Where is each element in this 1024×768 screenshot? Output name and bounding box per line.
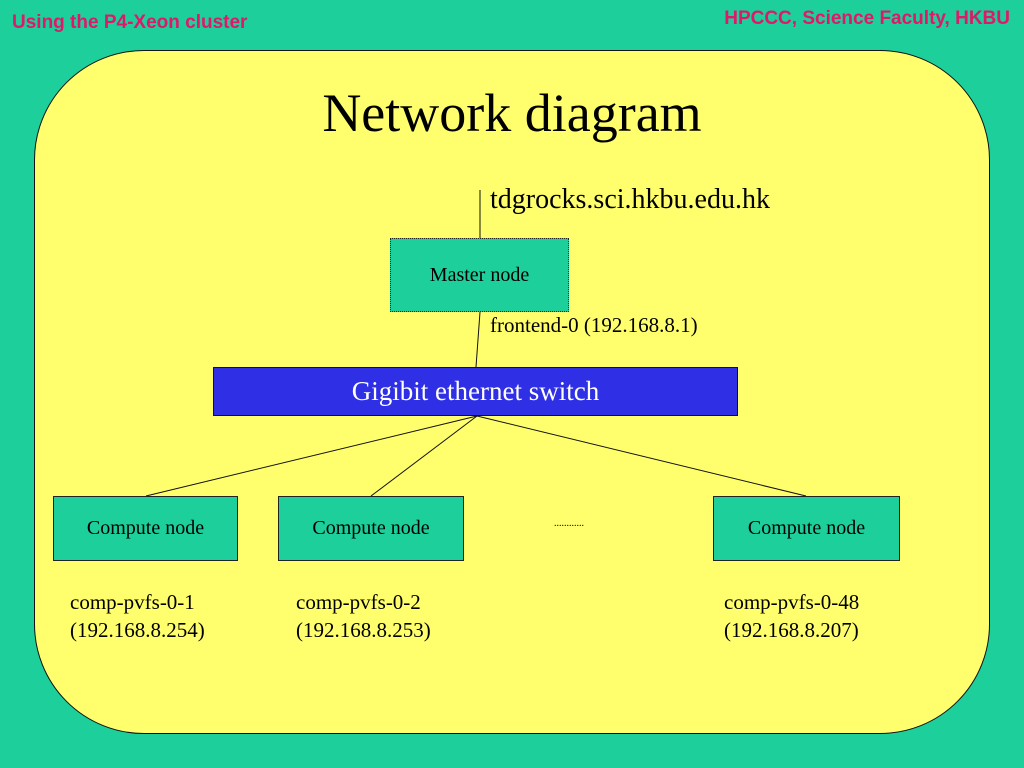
- compute-node-label: Compute node: [312, 517, 430, 539]
- compute-node-48-info: comp-pvfs-0-48 (192.168.8.207): [724, 588, 859, 644]
- compute-node-ip: (192.168.8.207): [724, 618, 859, 642]
- compute-node-ip: (192.168.8.254): [70, 618, 205, 642]
- switch-compute1-line: [145, 415, 478, 497]
- compute-node-ip: (192.168.8.253): [296, 618, 431, 642]
- ethernet-switch: Gigibit ethernet switch: [213, 367, 738, 416]
- header-right-title: HPCCC, Science Faculty, HKBU: [724, 8, 1010, 29]
- compute-node-2-info: comp-pvfs-0-2 (192.168.8.253): [296, 588, 431, 644]
- switch-label: Gigibit ethernet switch: [351, 376, 600, 406]
- compute-node-1-info: comp-pvfs-0-1 (192.168.8.254): [70, 588, 205, 644]
- compute-node-name: comp-pvfs-0-2: [296, 590, 421, 614]
- switch-compute2-line: [370, 415, 478, 497]
- switch-compute3-line: [476, 415, 807, 497]
- frontend-label: frontend-0 (192.168.8.1): [490, 313, 698, 337]
- compute-node-label: Compute node: [747, 517, 866, 539]
- compute-node-label: Compute node: [86, 517, 205, 539]
- slide-title: Network diagram: [322, 83, 702, 143]
- compute-node-name: comp-pvfs-0-1: [70, 590, 195, 614]
- compute-node-name: comp-pvfs-0-48: [724, 590, 860, 614]
- compute-node-2: Compute node: [278, 496, 464, 561]
- hostname-label: tdgrocks.sci.hkbu.edu.hk: [490, 184, 770, 215]
- master-switch-line: [475, 311, 481, 368]
- master-node-label: Master node: [429, 263, 530, 286]
- master-node: Master node: [390, 238, 569, 312]
- compute-node-1: Compute node: [53, 496, 238, 561]
- header-left-title: Using the P4-Xeon cluster: [12, 12, 248, 33]
- more-nodes-ellipsis: ............: [554, 518, 584, 529]
- compute-node-48: Compute node: [713, 496, 900, 561]
